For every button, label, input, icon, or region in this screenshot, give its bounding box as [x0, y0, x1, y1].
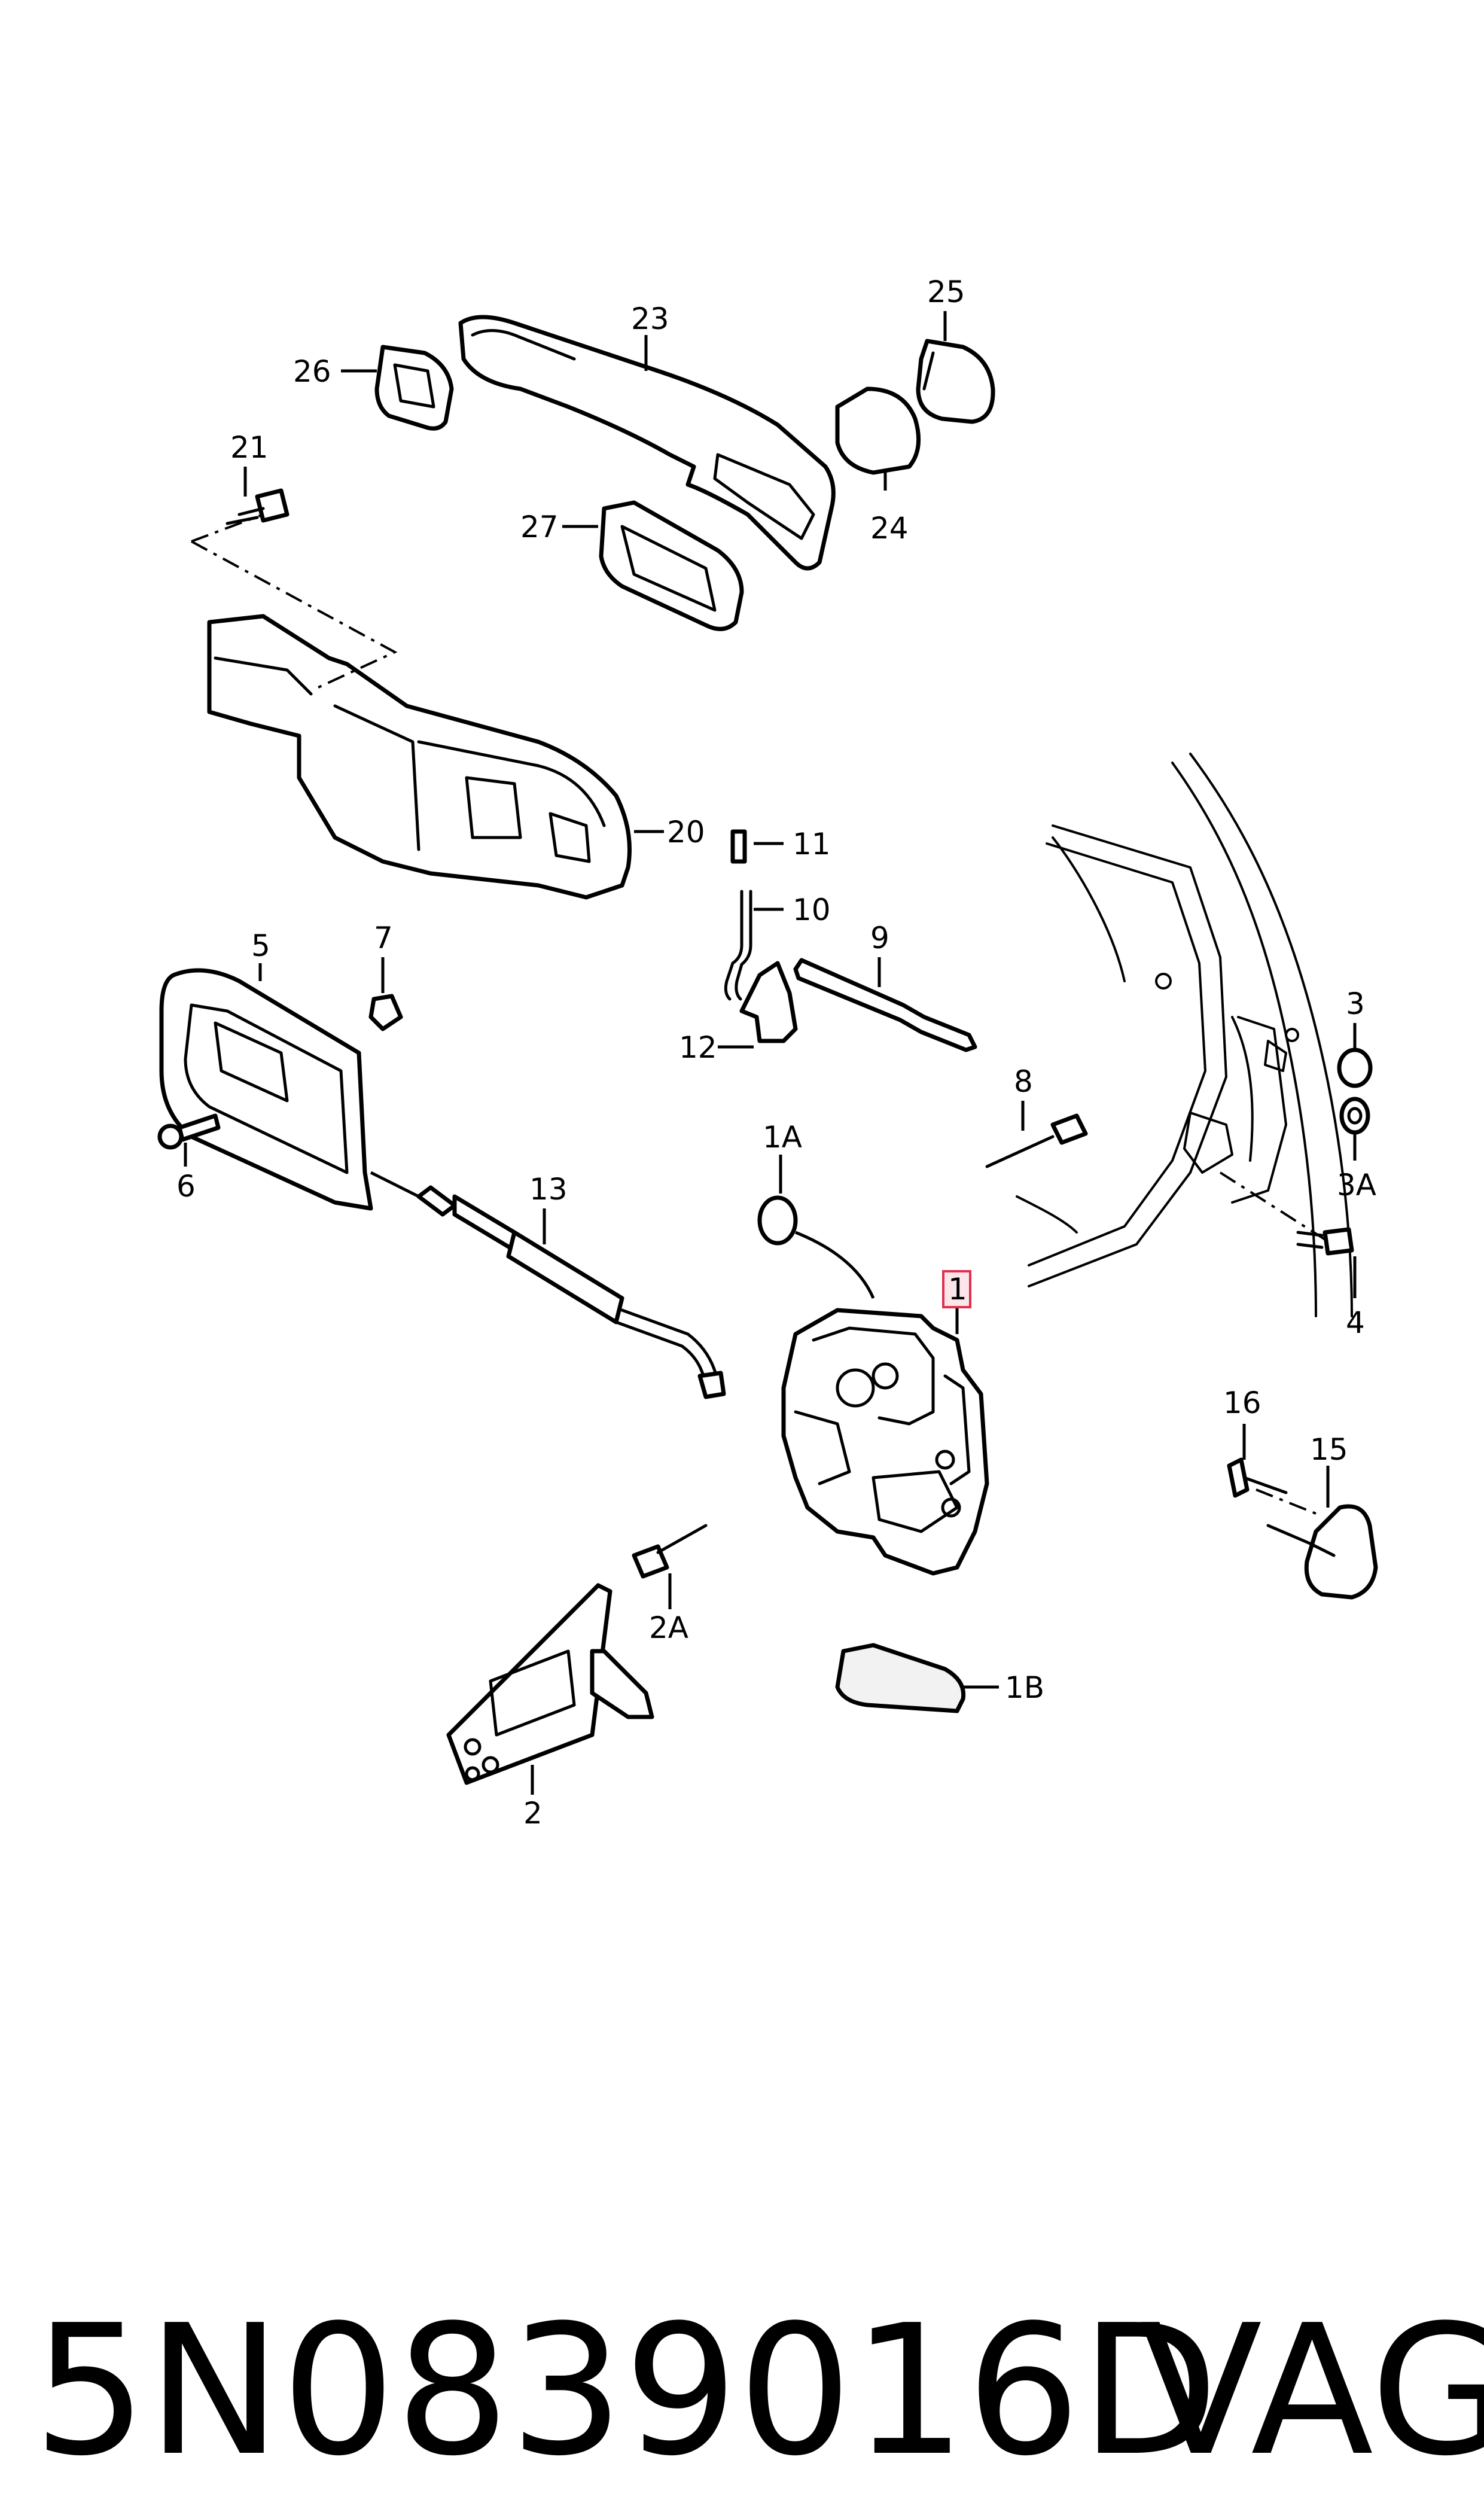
o-ring-3 [1337, 1048, 1373, 1088]
callout-26: 26 [293, 354, 331, 389]
callout-15: 15 [1310, 1432, 1348, 1467]
gasket-26 [374, 345, 454, 431]
inner-door-handle-recess [184, 1003, 349, 1174]
handle-cap [835, 386, 921, 475]
seal-1B [835, 1643, 966, 1713]
callout-7: 7 [374, 921, 393, 955]
leader-lines [184, 311, 1357, 1795]
callout-16: 16 [1223, 1386, 1261, 1420]
door-frame-outline [1016, 753, 1353, 1317]
footer-part-number: 5N0839016D [33, 2286, 1218, 2495]
callout-23: 23 [631, 302, 669, 336]
gasket-26-inner [393, 363, 435, 409]
callout-27: 27 [520, 510, 559, 544]
rod-9 [793, 958, 977, 1052]
callout-12: 12 [679, 1030, 717, 1065]
dashed-line-21-20 [191, 540, 398, 689]
handle-end-cap-inner [922, 351, 935, 391]
handle-carrier [207, 614, 632, 900]
callout-2: 2 [523, 1796, 543, 1831]
washer-3A [1339, 1097, 1370, 1135]
gasket-27 [599, 500, 744, 631]
handle-carrier-detail [214, 656, 606, 863]
striker-bolt-16 [1227, 1457, 1288, 1498]
dashed-line-16 [1256, 1488, 1317, 1515]
clip-7 [368, 994, 403, 1031]
callout-4: 4 [1346, 1305, 1365, 1340]
bolt-4 [1296, 1227, 1354, 1256]
callout-9: 9 [870, 921, 889, 955]
dashed-line-21 [191, 513, 264, 543]
callout-8: 8 [1014, 1064, 1033, 1099]
door-lock-mechanism [781, 1308, 989, 1576]
callout-5: 5 [251, 928, 270, 963]
callout-1A: 1A [763, 1120, 802, 1155]
screw-6 [157, 1113, 221, 1150]
inner-door-handle-lever [214, 1021, 289, 1103]
bowden-cable [370, 1171, 726, 1399]
inner-door-handle [159, 968, 373, 1211]
outer-door-handle [458, 315, 836, 571]
callout-1: 1 [948, 1272, 967, 1307]
callout-1-highlight [942, 1270, 971, 1308]
callout-2A: 2A [649, 1610, 688, 1645]
rod-10 [724, 890, 743, 1001]
connector-8 [985, 1113, 1088, 1168]
footer-brand: VAG [1139, 2286, 1484, 2495]
pin-11 [730, 829, 747, 864]
gasket-27-inner [620, 525, 717, 612]
outer-door-handle-grip [471, 329, 576, 361]
callout-3A: 3A [1337, 1168, 1376, 1202]
callout-6: 6 [176, 1169, 196, 1204]
rod-10b [735, 890, 752, 1001]
callout-1B: 1B [1005, 1670, 1044, 1705]
callout-3: 3 [1346, 987, 1365, 1021]
callout-25: 25 [927, 275, 965, 309]
o-ring-1A [757, 1195, 798, 1246]
callout-20: 20 [667, 815, 705, 850]
dashed-line-4 [1219, 1171, 1329, 1243]
callout-13: 13 [529, 1172, 568, 1207]
rivet-2A [632, 1524, 708, 1579]
callout-21: 21 [230, 430, 269, 465]
callout-11: 11 [793, 827, 831, 861]
callout-24: 24 [870, 511, 909, 546]
callout-10: 10 [793, 893, 831, 927]
handle-end-cap [916, 339, 995, 424]
mounting-bracket-2 [446, 1583, 654, 1785]
outer-door-handle-recess [713, 453, 815, 540]
bolt-21 [226, 488, 290, 525]
callout-labels: 23 25 26 21 24 27 20 11 10 9 12 5 7 6 13… [176, 275, 1376, 1831]
striker-plate-15 [1266, 1504, 1378, 1600]
bracket-12 [739, 961, 798, 1043]
